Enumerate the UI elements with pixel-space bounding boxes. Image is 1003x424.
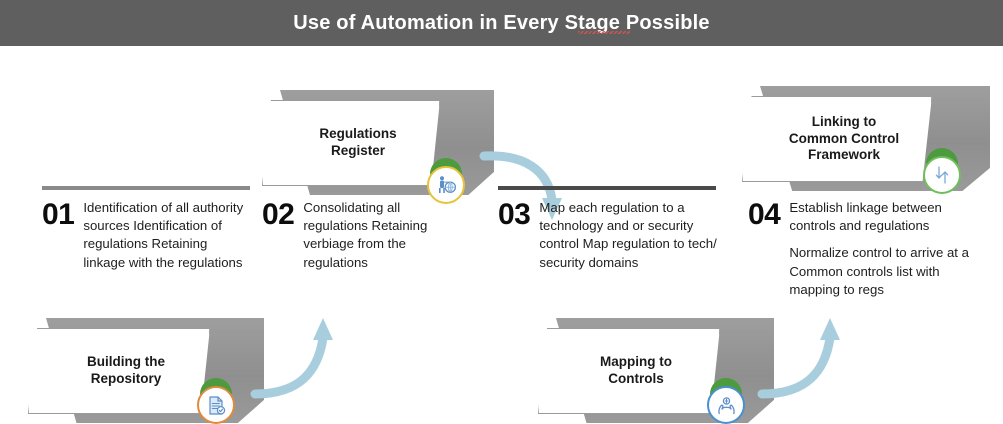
step-paragraph: Map each regulation to a technology and … — [539, 200, 717, 270]
arrow-02-to-03 — [472, 106, 582, 220]
step-body: Consolidating all regulations Retaining … — [303, 199, 462, 272]
banner-sheet: Regulations Register — [262, 100, 440, 186]
banner-sheet: Mapping to Controls — [538, 328, 720, 414]
step-number: 02 — [262, 198, 295, 231]
step-body: Establish linkage between controls and r… — [789, 199, 980, 299]
step-body: Identification of all authority sources … — [83, 199, 252, 272]
diagram-canvas: Regulations Register Linking to Common C… — [0, 46, 1003, 424]
page-title: Use of Automation in Every Stage Possibl… — [293, 11, 710, 34]
banner-sheet: Linking to Common Control Framework — [742, 96, 932, 182]
step-01: 01 Identification of all authority sourc… — [42, 186, 252, 272]
step-divider — [42, 186, 250, 190]
banner-linking-to-common-control-framework[interactable]: Linking to Common Control Framework — [742, 86, 990, 194]
spellcheck-underline — [578, 31, 630, 34]
banner-label: Mapping to Controls — [600, 354, 672, 386]
step-paragraph: Consolidating all regulations Retaining … — [303, 200, 428, 270]
step-paragraph: Identification of all authority sources … — [83, 200, 244, 270]
banner-label: Building the Repository — [87, 354, 165, 386]
step-paragraph: Normalize control to arrive at a Common … — [789, 245, 969, 297]
arrow-01-to-02 — [245, 304, 355, 414]
step-04: 04 Establish linkage between controls an… — [748, 199, 980, 299]
banner-label: Linking to Common Control Framework — [788, 113, 900, 163]
step-number: 01 — [42, 198, 75, 231]
banner-mapping-to-controls[interactable]: Mapping to Controls — [538, 318, 774, 424]
regulation-inspector-icon — [427, 166, 465, 204]
step-number: 03 — [498, 198, 531, 231]
banner-building-the-repository[interactable]: Building the Repository — [28, 318, 264, 424]
banner-sheet: Building the Repository — [28, 328, 210, 414]
up-down-arrows-icon — [923, 156, 961, 194]
document-check-glyph — [208, 395, 225, 415]
banner-regulations-register[interactable]: Regulations Register — [262, 90, 494, 204]
step-02: 02 Consolidating all regulations Retaini… — [262, 199, 462, 272]
title-bar: Use of Automation in Every Stage Possibl… — [0, 0, 1003, 46]
step-paragraph: Establish linkage between controls and r… — [789, 200, 942, 234]
banner-label: Regulations Register — [319, 126, 397, 158]
regulation-inspector-glyph — [439, 176, 457, 193]
arrow-03-to-04 — [752, 304, 862, 414]
hands-shield-icon — [707, 386, 745, 424]
step-divider — [498, 186, 716, 190]
up-down-arrows-glyph — [935, 166, 949, 184]
hands-shield-glyph — [717, 396, 735, 414]
step-03: 03 Map each regulation to a technology a… — [498, 186, 718, 272]
step-number: 04 — [748, 198, 781, 231]
step-body: Map each regulation to a technology and … — [539, 199, 718, 272]
document-check-icon — [197, 386, 235, 424]
